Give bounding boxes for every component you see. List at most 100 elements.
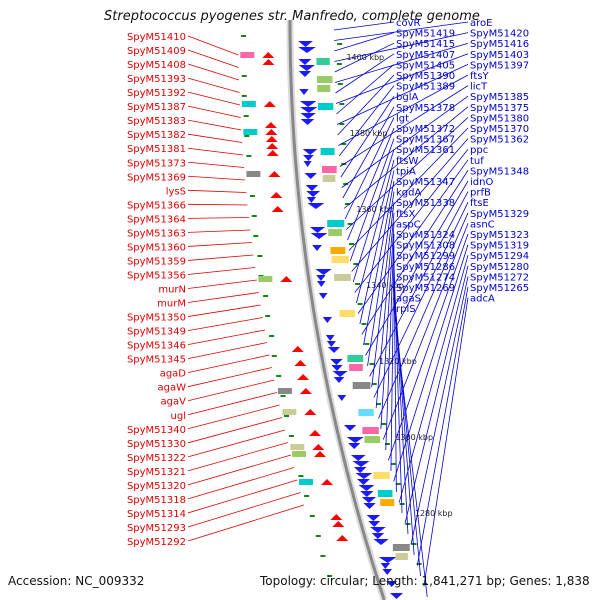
left-gene-label: lysS: [166, 186, 186, 197]
forward-gene-arrow: [330, 514, 343, 520]
tick-mark: [390, 463, 396, 465]
right-gene-label: SpyM51415: [396, 39, 455, 50]
leader-line: [187, 217, 249, 219]
leader-line: [375, 212, 395, 409]
tick-mark: [343, 183, 349, 185]
tick-mark: [361, 323, 367, 325]
left-gene-label: murN: [158, 285, 186, 296]
right-gene-label: SpyM51405: [396, 60, 455, 71]
gene-feature-block: [380, 499, 395, 506]
tick-mark: [304, 495, 310, 497]
tick-mark: [253, 235, 259, 237]
right-gene-label: SpyM51420: [470, 29, 529, 40]
tick-mark: [265, 315, 271, 317]
leader-line: [187, 189, 247, 193]
left-gene-label: SpyM51293: [127, 523, 186, 534]
reverse-gene-arrow: [303, 155, 314, 161]
left-gene-label: SpyM51383: [127, 116, 186, 127]
gene-feature-block: [349, 364, 363, 371]
right-gene-label: idnO: [470, 177, 493, 188]
forward-gene-arrow: [309, 430, 322, 436]
tick-mark: [337, 83, 343, 85]
leader-line: [342, 106, 395, 199]
genome-title: Streptococcus pyogenes str. Manfredo, co…: [104, 9, 480, 24]
left-gene-label: SpyM51322: [127, 453, 186, 464]
reverse-gene-arrow: [300, 113, 316, 119]
tick-mark: [384, 443, 390, 445]
leader-line: [336, 64, 469, 125]
forward-gene-arrow: [263, 101, 276, 107]
right-gene-label: kgdA: [396, 188, 421, 199]
right-gene-label: prfB: [470, 188, 491, 199]
left-gene-label: SpyM51321: [127, 467, 186, 478]
reverse-gene-arrow: [369, 527, 386, 533]
accession-text: Accession: NC_009332: [8, 574, 145, 588]
gene-feature-block: [258, 276, 273, 282]
leader-line: [187, 49, 239, 68]
left-gene-label: SpyM51350: [127, 313, 186, 324]
reverse-gene-arrow: [360, 491, 374, 497]
leader-line: [334, 42, 395, 73]
left-gene-label: SpyM51409: [127, 46, 186, 57]
reverse-gene-arrow: [299, 89, 309, 95]
reverse-gene-arrow: [307, 203, 325, 209]
reverse-gene-arrow: [306, 197, 317, 203]
reverse-gene-arrow: [317, 281, 326, 287]
reverse-gene-arrow: [363, 503, 376, 509]
gene-feature-block: [328, 229, 342, 236]
tick-mark: [364, 343, 370, 345]
right-gene-label: SpyM51280: [470, 262, 529, 273]
right-gene-label: SpyM51380: [470, 113, 529, 124]
tick-mark: [309, 515, 315, 517]
reverse-gene-arrow: [318, 293, 328, 299]
right-gene-label: SpyM51416: [470, 39, 529, 50]
gene-feature-block: [362, 427, 379, 434]
reverse-gene-arrow: [326, 341, 336, 347]
gene-feature-block: [317, 85, 331, 92]
right-gene-label: SpyM51272: [470, 272, 529, 283]
backbone-arc: [288, 20, 386, 600]
leader-line: [361, 170, 469, 335]
gene-feature-block: [358, 409, 374, 416]
right-gene-label: SpyM51348: [470, 166, 529, 177]
leader-line: [344, 117, 395, 220]
right-gene-label: SpyM51372: [396, 124, 455, 135]
tick-mark: [249, 195, 255, 197]
leader-line: [390, 244, 395, 472]
leader-line: [187, 254, 254, 261]
left-gene-label: SpyM51318: [127, 495, 186, 506]
right-gene-label: SpyM51367: [396, 135, 455, 146]
left-gene-label: murM: [157, 299, 186, 310]
left-gene-label: SpyM51320: [127, 481, 186, 492]
gene-feature-block: [327, 220, 345, 227]
right-gene-label: ppc: [470, 145, 488, 156]
leader-line: [187, 119, 242, 131]
right-gene-label: SpyM51378: [396, 103, 455, 114]
leader-line: [347, 127, 395, 241]
right-gene-label: asnC: [470, 219, 495, 230]
tick-mark: [347, 223, 353, 225]
tick-mark: [336, 63, 342, 65]
right-gene-label: SpyM51308: [396, 241, 455, 252]
reverse-gene-arrow: [358, 485, 375, 491]
gene-feature-block: [290, 444, 305, 450]
forward-gene-arrow: [280, 276, 293, 282]
left-gene-label: SpyM51381: [127, 144, 186, 155]
leader-line: [187, 492, 301, 528]
right-gene-label: SpyM51323: [470, 230, 529, 241]
leader-line: [357, 159, 469, 314]
right-gene-label: SpyM51389: [396, 82, 455, 93]
right-gene-label: adcA: [470, 294, 495, 305]
right-gene-label: ftsY: [470, 71, 489, 82]
left-gene-label: SpyM51373: [127, 158, 186, 169]
right-gene-label: SpyM51385: [470, 92, 529, 103]
leader-line: [348, 127, 469, 251]
reverse-gene-arrow: [331, 365, 343, 371]
reverse-gene-arrow: [337, 395, 347, 401]
reverse-gene-arrow: [366, 515, 381, 521]
leader-line: [404, 265, 469, 524]
reverse-gene-arrow: [333, 377, 345, 383]
reverse-gene-arrow: [325, 335, 335, 341]
leader-line: [187, 147, 244, 156]
gene-feature-block: [316, 58, 330, 65]
